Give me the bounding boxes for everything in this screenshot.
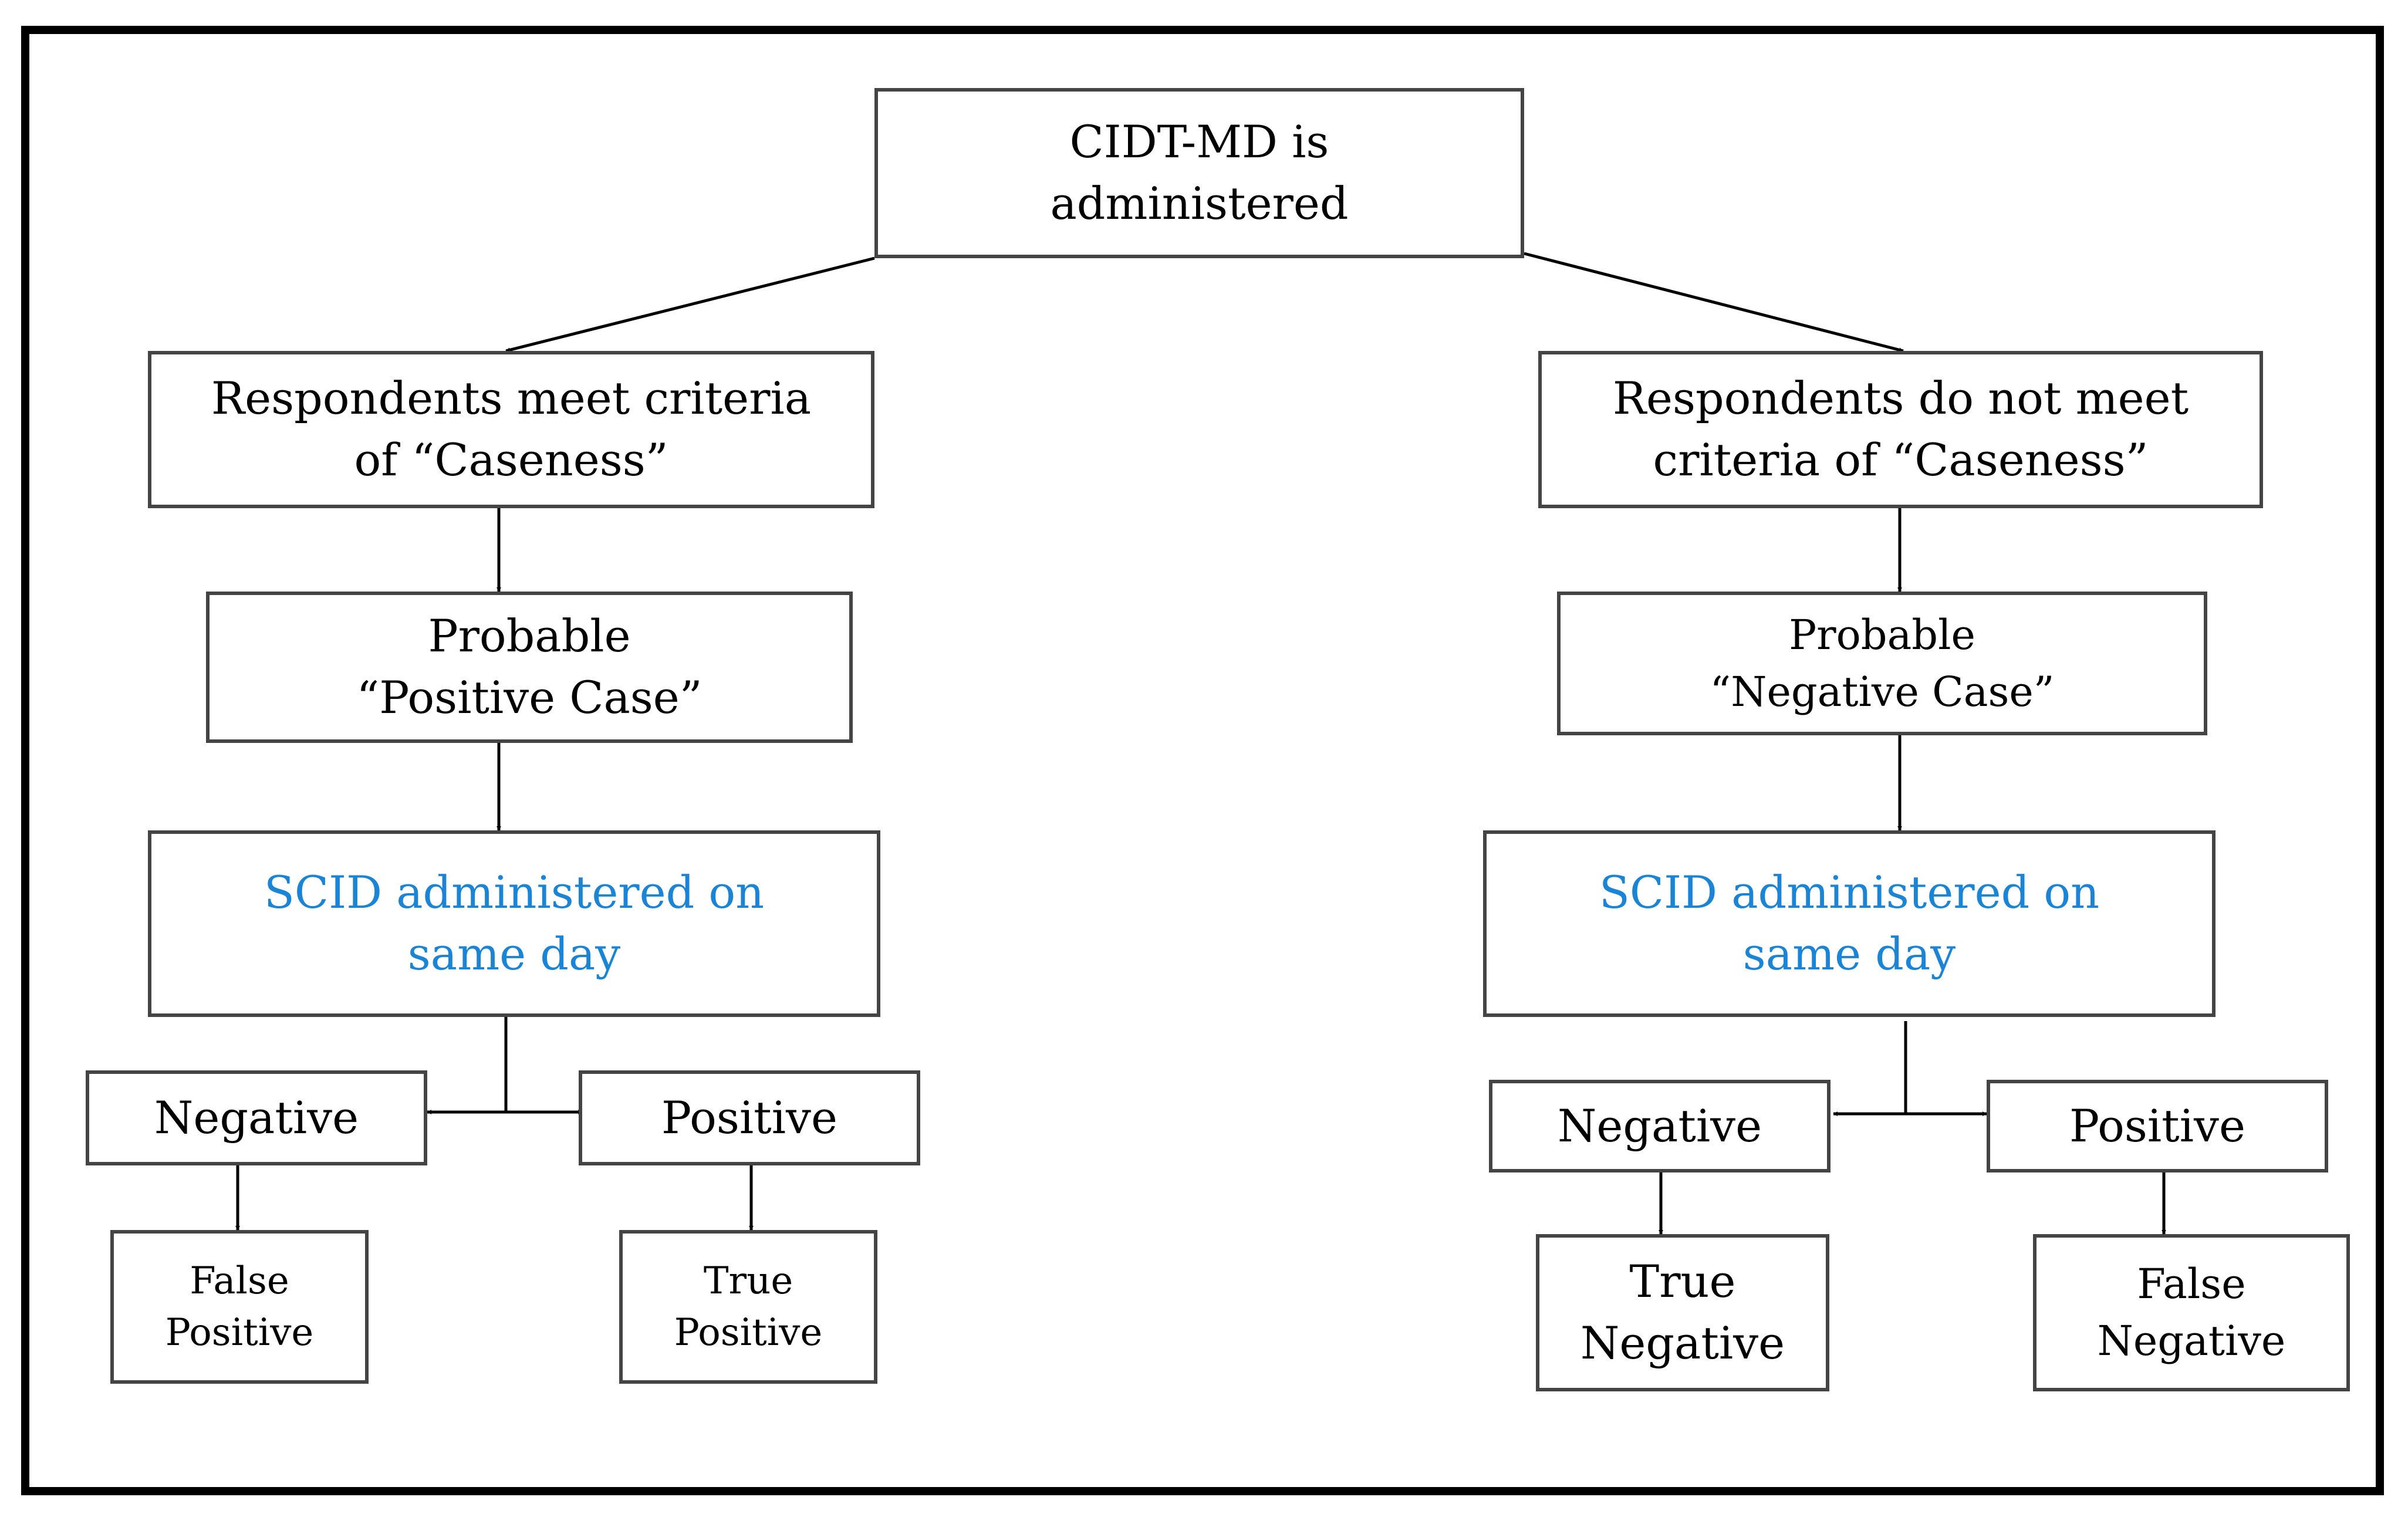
node-left-scid-administered: SCID administered on same day xyxy=(148,830,880,1017)
node-right-scid-positive: Positive xyxy=(1987,1080,2328,1172)
node-left-scid-administered-label: SCID administered on same day xyxy=(264,866,765,980)
node-false-positive: False Positive xyxy=(110,1230,369,1384)
node-right-scid-administered: SCID administered on same day xyxy=(1483,830,2216,1017)
node-not-meet-caseness: Respondents do not meet criteria of “Cas… xyxy=(1538,351,2263,508)
node-cidt-md-administered: CIDT-MD is administered xyxy=(874,88,1524,258)
node-right-scid-positive-label: Positive xyxy=(2069,1099,2245,1152)
node-left-scid-positive: Positive xyxy=(579,1070,920,1165)
node-right-scid-administered-label: SCID administered on same day xyxy=(1599,866,2100,980)
node-left-scid-positive-label: Positive xyxy=(661,1091,837,1144)
node-meet-caseness: Respondents meet criteria of “Caseness” xyxy=(148,351,874,508)
edge-root-to-left-criteria xyxy=(505,256,875,353)
node-right-scid-negative-label: Negative xyxy=(1557,1099,1762,1152)
node-true-negative-label: True Negative xyxy=(1580,1255,1785,1369)
node-meet-caseness-label: Respondents meet criteria of “Caseness” xyxy=(211,372,812,486)
node-probable-positive-case-label: Probable “Positive Case” xyxy=(356,610,703,724)
node-true-positive: True Positive xyxy=(619,1230,877,1384)
node-true-positive-label: True Positive xyxy=(674,1259,823,1354)
node-false-negative: False Negative xyxy=(2033,1234,2350,1391)
node-true-negative: True Negative xyxy=(1536,1234,1829,1391)
node-cidt-md-administered-label: CIDT-MD is administered xyxy=(1050,116,1349,229)
node-left-scid-negative: Negative xyxy=(86,1070,427,1165)
node-probable-negative-case: Probable “Negative Case” xyxy=(1557,592,2207,735)
node-probable-negative-case-label: Probable “Negative Case” xyxy=(1710,610,2055,716)
node-left-scid-negative-label: Negative xyxy=(154,1091,359,1144)
diagram-frame xyxy=(21,26,2384,1495)
node-false-negative-label: False Negative xyxy=(2097,1260,2286,1365)
node-probable-positive-case: Probable “Positive Case” xyxy=(206,592,853,743)
edge-root-to-right-criteria xyxy=(1524,252,1904,353)
node-not-meet-caseness-label: Respondents do not meet criteria of “Cas… xyxy=(1612,372,2189,486)
node-false-positive-label: False Positive xyxy=(165,1259,314,1354)
node-right-scid-negative: Negative xyxy=(1489,1080,1831,1172)
